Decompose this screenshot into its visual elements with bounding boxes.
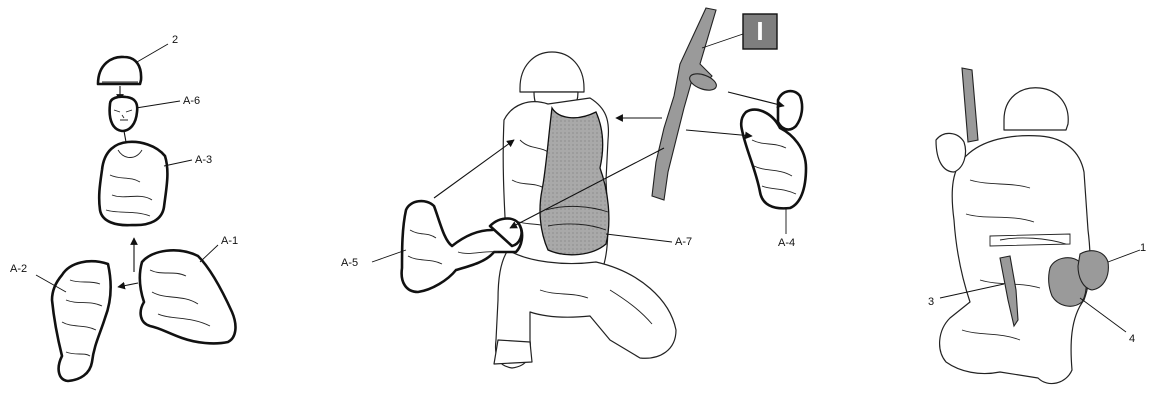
left-leg-part bbox=[52, 261, 111, 381]
badge-label: I bbox=[756, 16, 763, 46]
label-right-arm: A-4 bbox=[778, 237, 795, 249]
label-left-arm: A-5 bbox=[341, 257, 358, 269]
center-figure-group: A-7 I A-4 A-5 bbox=[341, 8, 806, 368]
badge-box: I bbox=[743, 14, 777, 49]
right-leg-part bbox=[140, 250, 236, 343]
right-leg-leader bbox=[200, 245, 218, 262]
label-right-leg: A-1 bbox=[221, 235, 238, 247]
rear-view-soldier bbox=[936, 68, 1090, 384]
left-arm-arrow bbox=[434, 140, 514, 198]
rear-view-group: 3 4 1 bbox=[928, 68, 1146, 384]
label-dagger: 3 bbox=[928, 296, 934, 308]
label-pouch: 1 bbox=[1140, 242, 1146, 254]
leg-join-arrow bbox=[118, 283, 138, 287]
label-helmet: 2 bbox=[172, 34, 178, 46]
vest-leader bbox=[606, 234, 672, 242]
label-left-leg: A-2 bbox=[10, 263, 27, 275]
head-part bbox=[110, 97, 138, 131]
submachine-gun-part bbox=[652, 8, 719, 200]
label-torso: A-3 bbox=[195, 154, 212, 166]
torso-leader bbox=[164, 160, 192, 166]
helmet-part bbox=[98, 57, 141, 84]
helmet-leader bbox=[137, 44, 168, 62]
label-vest: A-7 bbox=[675, 236, 692, 248]
pouch-leader bbox=[1108, 250, 1140, 262]
label-canteen: 4 bbox=[1129, 333, 1135, 345]
label-head: A-6 bbox=[183, 95, 200, 107]
pouch-part bbox=[1078, 251, 1108, 290]
gun-hand-arrow bbox=[728, 92, 784, 106]
canteen-leader bbox=[1080, 298, 1126, 332]
right-arm-part bbox=[741, 91, 806, 208]
exploded-parts-group: 2 A-6 A-3 A-2 A- bbox=[10, 34, 238, 381]
head-leader bbox=[136, 101, 180, 108]
torso-part bbox=[99, 142, 167, 225]
